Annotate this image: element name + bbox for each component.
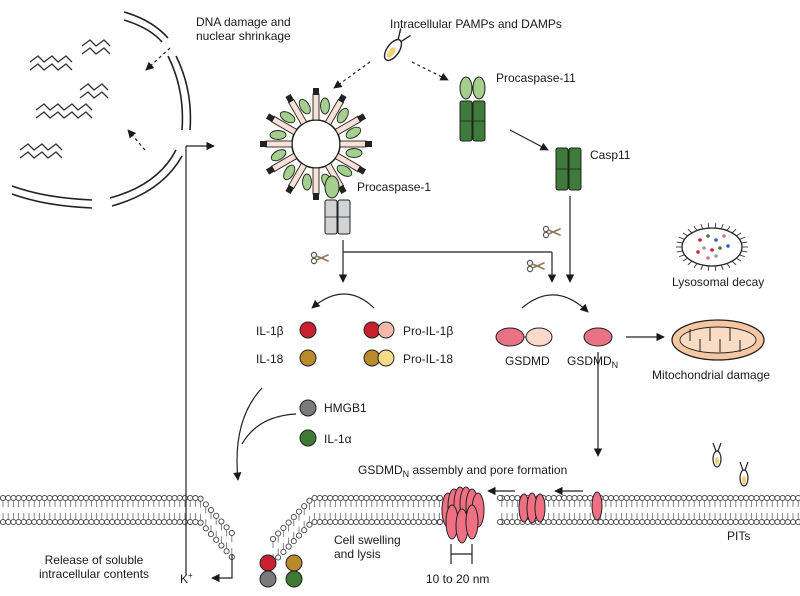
scissors-icon [542,225,561,239]
released-il1b [259,554,277,572]
dashed-arrow-nucleus-1 [145,47,171,71]
potassium-label: K+ [180,571,193,586]
lysosomal-decay-label: Lysosomal decay [672,275,765,289]
release-contents-label: Release of soluble intracellular content… [38,553,150,581]
gsdmdn-shape [583,327,613,347]
dna-damage-label: DNA damage and nuclear shrinkage [196,15,291,43]
pro-il1b-label: Pro-IL-1β [403,324,454,338]
curved-arrow-gsdmd-cleavage [521,294,589,313]
il1b-label: IL-1β [256,324,284,338]
dashed-arrow-nucleus-2 [127,129,146,151]
pamps-damps-label: Intracellular PAMPs and DAMPs [390,17,562,31]
scissors-icon [526,259,545,273]
hmgb1-bead [299,399,317,417]
inflammasome-complex [260,88,372,200]
nucleus-envelope [11,10,192,209]
gsdmdn-label: GSDMDN [567,354,619,370]
casp11-label: Casp11 [590,148,631,162]
il1a-label: IL-1α [324,432,352,446]
procaspase1-label: Procaspase-1 [357,180,432,194]
il1b-bead [299,321,317,339]
procaspase11-shape [459,76,486,142]
dashed-arrow-to-procasp11 [411,61,449,81]
plasma-membrane [0,494,800,567]
procaspase11-label: Procaspase-11 [496,71,576,85]
gsdmd-pore-large [441,486,485,544]
casp11-shape [555,147,582,191]
pore-size-bracket [450,544,473,564]
potassium-efflux-arrow [185,141,233,583]
il18-bead [299,349,317,367]
lysosome-icon [676,223,748,271]
gsdmd-label: GSDMD [505,354,550,368]
pit-icon [739,461,749,487]
pore-size-label: 10 to 20 nm [426,572,490,586]
pits-label: PITs [727,529,751,543]
scissors-icon [310,251,329,265]
dashed-arrow-to-inflammasome [333,61,371,89]
pro-il18-label: Pro-IL-18 [403,352,454,366]
gsdmd-monomer [591,491,603,521]
il18-label: IL-18 [256,352,284,366]
gsdmd-shape [495,327,553,347]
released-hmgb1 [259,570,277,588]
mitochondrial-damage-label: Mitochondrial damage [652,368,771,382]
hmgb1-label: HMGB1 [324,401,367,415]
caspase-cleavage-lines [338,196,575,283]
curved-arrow-release [233,387,263,481]
curved-arrow-release-join [241,413,297,445]
il1a-bead [299,429,317,447]
fragmented-dna [19,39,111,159]
mitochondrion-icon [671,319,765,361]
pore-assembly-label: GSDMDN assembly and pore formation [358,463,568,479]
arrow-procasp11-to-casp11 [509,129,549,151]
pathogen-icon [383,28,411,62]
pro-il1b-beads [363,321,395,339]
cell-swelling-label: Cell swelling and lysis [334,533,401,561]
pit-icon [712,442,722,468]
gsdmd-pore-medium [518,492,546,524]
procaspase1-shape [324,175,351,235]
released-il1a [285,570,303,588]
pro-il18-beads [363,349,395,367]
curved-arrow-il-processing [311,293,375,309]
released-il18 [285,554,303,572]
